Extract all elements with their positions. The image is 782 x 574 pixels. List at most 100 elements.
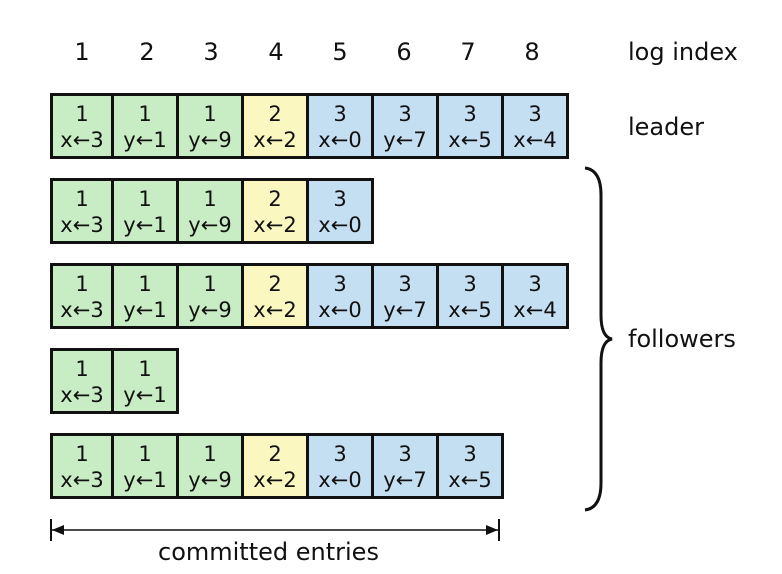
entry-command: y←1 [123,383,167,407]
entry-command: y←9 [188,128,232,152]
log-index-5: 5 [332,38,348,66]
log-index-1: 1 [74,38,90,66]
log-index-label: log index [628,38,738,66]
log-index-3: 3 [203,38,219,66]
entry-command: y←1 [123,213,167,237]
entry-command: y←9 [188,298,232,322]
entry-command: y←1 [123,128,167,152]
entry-command: x←0 [318,213,362,237]
entry-command: x←0 [318,298,362,322]
entry-term: 3 [333,187,347,211]
entry-command: y←1 [123,298,167,322]
entry-command: x←2 [253,298,297,322]
entry-term: 3 [333,272,347,296]
entry-term: 1 [203,187,217,211]
entry-term: 3 [398,102,412,126]
followers-label: followers [628,325,736,353]
committed-entries-label: committed entries [158,538,379,566]
entry-term: 1 [75,442,89,466]
entry-term: 1 [138,102,152,126]
entry-term: 1 [203,272,217,296]
entry-term: 1 [138,187,152,211]
entry-command: x←3 [60,128,104,152]
entry-term: 1 [75,357,89,381]
entry-command: y←7 [383,128,427,152]
followers-brace [584,166,613,512]
entry-command: x←0 [318,468,362,492]
entry-term: 2 [268,442,282,466]
entry-term: 1 [203,442,217,466]
entry-command: x←2 [253,213,297,237]
entry-command: x←0 [318,128,362,152]
entry-term: 3 [463,272,477,296]
entry-command: x←3 [60,298,104,322]
entry-term: 1 [75,102,89,126]
log-index-6: 6 [396,38,412,66]
entry-command: x←5 [448,298,492,322]
log-index-4: 4 [268,38,284,66]
entry-command: y←1 [123,468,167,492]
log-index-2: 2 [139,38,155,66]
entry-term: 3 [398,272,412,296]
entry-term: 1 [203,102,217,126]
entry-command: x←2 [253,128,297,152]
entry-term: 3 [333,102,347,126]
entry-term: 3 [463,442,477,466]
entry-term: 1 [138,272,152,296]
entry-command: x←3 [60,213,104,237]
entry-command: x←5 [448,128,492,152]
entry-term: 1 [75,272,89,296]
entry-command: x←4 [513,128,557,152]
entry-command: y←7 [383,468,427,492]
committed-entries-arrow [50,519,500,541]
entry-term: 3 [528,102,542,126]
entry-term: 3 [463,102,477,126]
entry-command: y←9 [188,468,232,492]
log-index-7: 7 [460,38,476,66]
entry-term: 2 [268,187,282,211]
entry-term: 3 [398,442,412,466]
log-index-8: 8 [524,38,540,66]
entry-term: 2 [268,102,282,126]
entry-command: x←2 [253,468,297,492]
entry-term: 1 [138,442,152,466]
entry-term: 1 [75,187,89,211]
entry-command: x←4 [513,298,557,322]
entry-term: 3 [333,442,347,466]
